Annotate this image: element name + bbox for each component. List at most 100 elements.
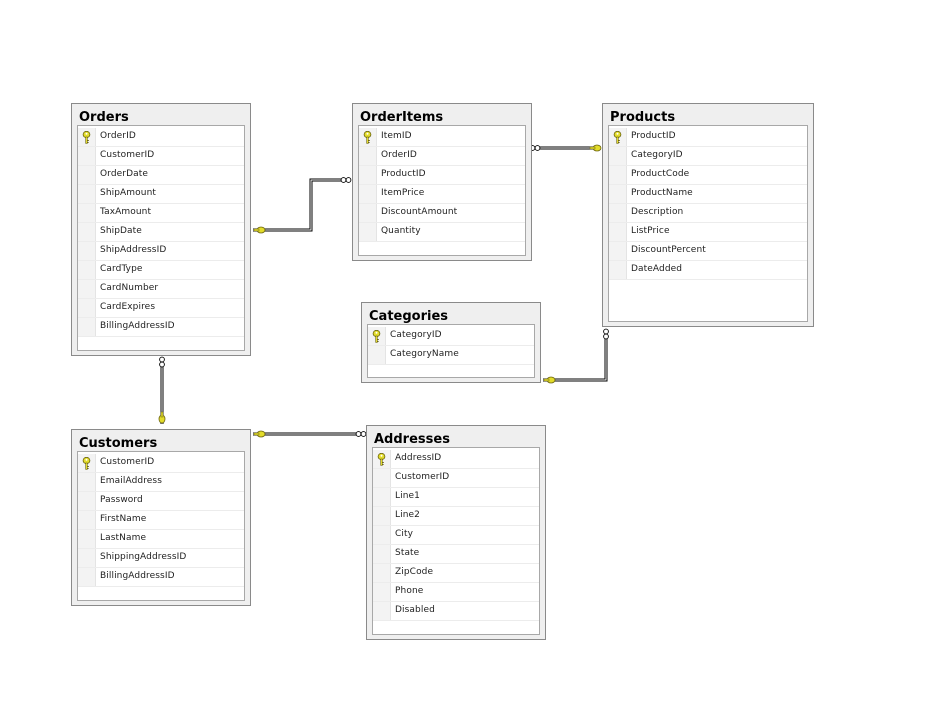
column-row[interactable]: ListPrice <box>609 223 807 242</box>
column-name: DiscountPercent <box>631 245 706 255</box>
column-row[interactable]: CustomerID <box>373 469 539 488</box>
relationship-products-orderitems[interactable] <box>529 144 602 152</box>
column-name: DateAdded <box>631 264 683 274</box>
relationship-orders-orderitems[interactable] <box>253 177 352 234</box>
column-row[interactable]: CategoryID <box>609 147 807 166</box>
column-row[interactable]: State <box>373 545 539 564</box>
column-row[interactable]: Quantity <box>359 223 525 242</box>
many-end-infinity-icon <box>603 328 609 340</box>
column-row[interactable]: CardType <box>78 261 244 280</box>
column-name: CategoryID <box>631 150 683 160</box>
column-row[interactable]: CardNumber <box>78 280 244 299</box>
column-row[interactable]: CategoryID <box>368 327 534 346</box>
column-row[interactable]: ShippingAddressID <box>78 549 244 568</box>
column-name: ProductID <box>381 169 426 179</box>
column-row[interactable]: OrderDate <box>78 166 244 185</box>
column-name: DiscountAmount <box>381 207 458 217</box>
column-row[interactable]: Description <box>609 204 807 223</box>
column-name: ListPrice <box>631 226 670 236</box>
column-name: ProductName <box>631 188 693 198</box>
column-name: Description <box>631 207 684 217</box>
column-row[interactable]: ProductID <box>609 128 807 147</box>
column-name: CustomerID <box>395 472 450 482</box>
column-row[interactable]: DiscountAmount <box>359 204 525 223</box>
column-row[interactable]: Line1 <box>373 488 539 507</box>
column-row[interactable]: CustomerID <box>78 147 244 166</box>
column-name: ItemPrice <box>381 188 425 198</box>
column-row[interactable]: Password <box>78 492 244 511</box>
column-row[interactable]: DiscountPercent <box>609 242 807 261</box>
table-title: OrderItems <box>360 110 444 125</box>
one-end-key-icon <box>253 430 266 438</box>
column-name: CategoryName <box>390 349 459 359</box>
many-end-infinity-icon <box>340 177 352 183</box>
column-row[interactable]: BillingAddressID <box>78 318 244 337</box>
column-row[interactable]: AddressID <box>373 450 539 469</box>
table-title: Addresses <box>374 432 450 447</box>
column-row[interactable]: LastName <box>78 530 244 549</box>
many-end-infinity-icon <box>159 356 165 368</box>
column-name: CustomerID <box>100 457 155 467</box>
column-row[interactable]: OrderID <box>78 128 244 147</box>
table-title: Products <box>610 110 676 125</box>
column-name: CategoryID <box>390 330 442 340</box>
column-row[interactable]: ShipDate <box>78 223 244 242</box>
column-name: Disabled <box>395 605 435 615</box>
column-row[interactable]: Disabled <box>373 602 539 621</box>
primary-key-icon <box>372 330 381 343</box>
column-name: CardNumber <box>100 283 159 293</box>
primary-key-icon <box>82 131 91 144</box>
relationship-categories-products[interactable] <box>543 328 609 384</box>
relationship-customers-orders[interactable] <box>158 356 166 424</box>
relationship-customers-addresses[interactable] <box>253 430 367 438</box>
column-name: Line2 <box>395 510 420 520</box>
primary-key-icon <box>82 457 91 470</box>
column-name: Phone <box>395 586 424 596</box>
column-row[interactable]: City <box>373 526 539 545</box>
column-row[interactable]: ItemID <box>359 128 525 147</box>
column-row[interactable]: CustomerID <box>78 454 244 473</box>
column-list: CategoryID CategoryName <box>367 324 535 378</box>
column-name: ShippingAddressID <box>100 552 187 562</box>
column-row[interactable]: ItemPrice <box>359 185 525 204</box>
one-end-key-icon <box>589 144 602 152</box>
table-title: Customers <box>79 436 158 451</box>
column-row[interactable]: Line2 <box>373 507 539 526</box>
column-row[interactable]: BillingAddressID <box>78 568 244 587</box>
one-end-key-icon <box>543 376 556 384</box>
column-row[interactable]: CategoryName <box>368 346 534 365</box>
column-row[interactable]: OrderID <box>359 147 525 166</box>
column-name: ProductID <box>631 131 676 141</box>
column-row[interactable]: ShipAddressID <box>78 242 244 261</box>
column-row[interactable]: EmailAddress <box>78 473 244 492</box>
column-name: ZipCode <box>395 567 434 577</box>
column-row[interactable]: ProductName <box>609 185 807 204</box>
column-name: ItemID <box>381 131 412 141</box>
column-row[interactable]: ZipCode <box>373 564 539 583</box>
primary-key-icon <box>363 131 372 144</box>
one-end-key-icon <box>158 411 166 424</box>
column-row[interactable]: ProductID <box>359 166 525 185</box>
column-row[interactable]: CardExpires <box>78 299 244 318</box>
column-name: BillingAddressID <box>100 321 175 331</box>
column-row[interactable]: TaxAmount <box>78 204 244 223</box>
column-row[interactable]: FirstName <box>78 511 244 530</box>
column-row[interactable]: Phone <box>373 583 539 602</box>
column-name: FirstName <box>100 514 147 524</box>
column-row[interactable]: ShipAmount <box>78 185 244 204</box>
column-row[interactable]: ProductCode <box>609 166 807 185</box>
column-name: BillingAddressID <box>100 571 175 581</box>
column-name: CardType <box>100 264 143 274</box>
primary-key-icon <box>377 453 386 466</box>
column-name: ShipDate <box>100 226 142 236</box>
column-row[interactable]: DateAdded <box>609 261 807 280</box>
